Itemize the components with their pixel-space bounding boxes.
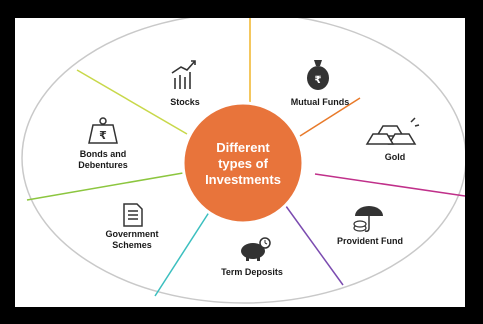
- umbrella-coins-icon: [353, 206, 383, 232]
- segment-government-schemes: Government Schemes: [105, 203, 159, 250]
- center-circle: [181, 101, 305, 225]
- money-bag-icon: ₹: [307, 60, 329, 90]
- divider-bottom-right: [282, 201, 344, 286]
- segment-provident-fund: Provident Fund: [337, 206, 403, 246]
- segment-term-deposits: Term Deposits: [221, 237, 283, 277]
- center-title-line-1: Different: [216, 140, 270, 155]
- segment-stocks: Stocks: [170, 60, 200, 107]
- svg-text:₹: ₹: [315, 75, 322, 86]
- segment-label-gold: Gold: [385, 152, 406, 162]
- segment-label-debentures: Debentures: [78, 160, 128, 170]
- stocks-chart-icon: [171, 60, 196, 89]
- segment-gold: Gold: [365, 117, 420, 162]
- segment-bonds-debentures: ₹ Bonds and Debentures: [78, 117, 128, 170]
- svg-text:₹: ₹: [99, 129, 107, 142]
- rupee-weight-icon: ₹: [88, 117, 118, 144]
- piggy-bank-icon: [241, 237, 271, 261]
- gold-bars-icon: [365, 117, 420, 145]
- divider-bottom-left: [154, 202, 216, 297]
- document-icon: [123, 203, 143, 227]
- divider-top-left: [76, 69, 188, 135]
- segment-label-mutual-funds: Mutual Funds: [291, 97, 350, 107]
- divider-left: [26, 172, 184, 201]
- divider-top-right: [299, 97, 361, 137]
- segment-label-provident-fund: Provident Fund: [337, 236, 403, 246]
- diagram-panel: Different types of Investments Stocks: [15, 18, 465, 307]
- investments-wheel-diagram: Different types of Investments Stocks: [21, 18, 465, 304]
- segment-label-government: Government: [105, 229, 158, 239]
- divider-right: [314, 173, 465, 197]
- segment-label-stocks: Stocks: [170, 97, 200, 107]
- segment-mutual-funds: ₹ Mutual Funds: [291, 60, 350, 107]
- center-title-line-3: Investments: [205, 172, 281, 187]
- segment-label-bonds-and: Bonds and: [80, 149, 127, 159]
- segment-label-schemes: Schemes: [112, 240, 152, 250]
- segment-label-term-deposits: Term Deposits: [221, 267, 283, 277]
- outer-frame: Different types of Investments Stocks: [3, 3, 473, 313]
- center-title-line-2: types of: [218, 156, 269, 171]
